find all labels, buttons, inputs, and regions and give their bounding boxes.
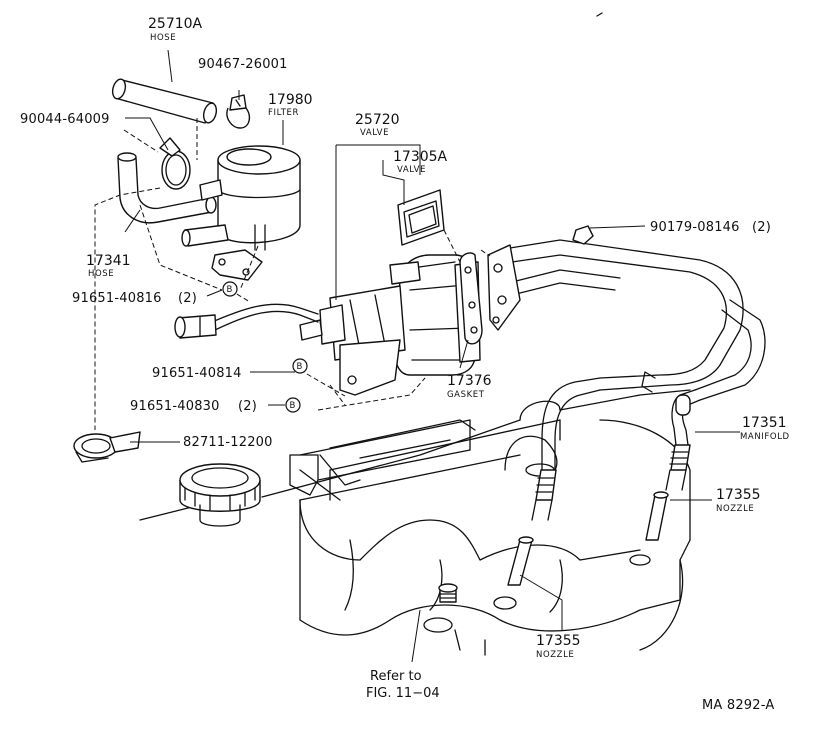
marker-label: B <box>290 401 296 411</box>
marker-label: B <box>227 285 233 295</box>
part-number: 91651-40816 <box>72 291 162 306</box>
callout-gasket-17376: 17376 GASKET <box>447 373 492 400</box>
part-name: HOSE <box>88 269 114 279</box>
air-injection-manifold <box>509 239 766 521</box>
callout-bolt-91651-40816: 91651-40816 (2) B <box>72 281 238 306</box>
valve-25720-part <box>299 254 481 396</box>
nozzle-bottom-part <box>507 536 534 586</box>
part-number: 17980 <box>268 92 313 108</box>
part-number: 17305A <box>393 149 448 165</box>
reference-plug <box>438 583 458 603</box>
marker-b <box>222 281 238 297</box>
reference-line-1: Refer to <box>370 669 422 684</box>
part-name: NOZZLE <box>716 504 754 514</box>
manifold-flange <box>487 244 521 331</box>
part-name: GASKET <box>447 390 485 400</box>
cylinder-head-cover <box>139 389 691 656</box>
callout-clip-90467: 90467-26001 <box>198 57 288 72</box>
callout-manifold-17351: 17351 MANIFOLD <box>740 415 790 442</box>
part-number: 17355 <box>536 633 581 649</box>
part-qty: (2) <box>178 291 197 306</box>
leader-lines <box>124 49 740 663</box>
part-number: 17355 <box>716 487 761 503</box>
wire-harness <box>174 303 319 339</box>
reference-line-2: FIG. 11−04 <box>366 686 440 701</box>
clamp-90044-part <box>159 137 191 190</box>
part-qty: (2) <box>752 220 771 235</box>
marker-b <box>285 397 301 413</box>
nozzle-right-part <box>645 491 669 541</box>
callout-nozzle-17355-right: 17355 NOZZLE <box>716 487 761 514</box>
oil-filler-cap <box>179 463 261 527</box>
callout-bolt-91651-40814: 91651-40814 B <box>152 358 308 381</box>
marker-label: B <box>297 362 303 372</box>
valve-17305a-part <box>397 189 445 246</box>
callout-clamp-82711: 82711-12200 <box>183 435 273 450</box>
part-number: 17351 <box>742 415 787 431</box>
assembly-guides <box>94 118 491 430</box>
reference-note: Refer to FIG. 11−04 <box>366 669 440 701</box>
part-number: 90179-08146 <box>650 220 740 235</box>
callout-clamp-90044: 90044-64009 <box>20 112 110 127</box>
filter-17980-part <box>181 145 301 281</box>
part-number: 82711-12200 <box>183 435 273 450</box>
part-number: 90044-64009 <box>20 112 110 127</box>
callout-valve-17305a: 17305A VALVE <box>393 149 448 175</box>
callout-valve-25720: 25720 VALVE <box>355 112 400 138</box>
part-name: HOSE <box>150 33 176 43</box>
part-number: 25720 <box>355 112 400 128</box>
callout-hose-25710a: 25710A HOSE <box>148 16 203 43</box>
clamp-82711-part <box>73 431 141 463</box>
part-name: MANIFOLD <box>740 432 790 442</box>
figure-code: MA 8292-A <box>702 698 774 713</box>
part-number: 17376 <box>447 373 492 389</box>
part-number: 25710A <box>148 16 203 32</box>
part-number: 90467-26001 <box>198 57 288 72</box>
clip-90467-part <box>226 94 251 129</box>
callout-bolt-90179: 90179-08146 (2) <box>650 220 771 235</box>
corner-mark <box>596 12 603 17</box>
part-name: VALVE <box>360 128 389 138</box>
gasket-17376-part <box>459 252 483 345</box>
part-number: 91651-40814 <box>152 366 242 381</box>
callout-nozzle-17355-bottom: 17355 NOZZLE <box>536 633 581 660</box>
part-name: FILTER <box>268 108 299 118</box>
part-qty: (2) <box>238 399 257 414</box>
bolt-90179-part <box>572 225 594 245</box>
callout-filter-17980: 17980 FILTER <box>268 92 313 118</box>
part-number: 17341 <box>86 253 131 269</box>
callout-bolt-91651-40830: 91651-40830 (2) B <box>130 397 301 414</box>
part-name: VALVE <box>397 165 426 175</box>
callout-hose-17341: 17341 HOSE <box>86 253 131 279</box>
part-name: NOZZLE <box>536 650 574 660</box>
hose-25710a-part <box>111 78 218 124</box>
marker-b <box>292 358 308 374</box>
part-number: 91651-40830 <box>130 399 220 414</box>
